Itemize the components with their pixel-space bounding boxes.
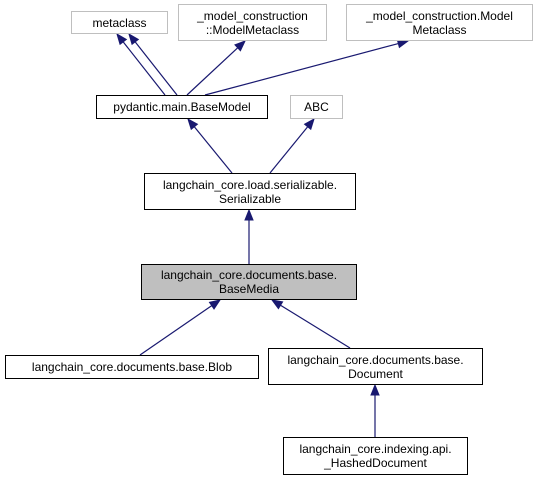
edge-basemedia-serializable-arrowhead (244, 208, 254, 221)
node-hashed-document-label-line2: _HashedDocument (324, 456, 427, 470)
node-model-metaclass-dotted[interactable]: _model_construction.Model Metaclass (346, 4, 533, 41)
node-serializable-label-line1: langchain_core.load.serializable. (162, 177, 338, 192)
edge-basemodel-model-metaclass-dotted (204, 42, 399, 96)
node-base-media-label-line2: BaseMedia (218, 282, 280, 296)
node-model-metaclass-dotted-label-line1: _model_construction.Model (366, 8, 513, 23)
edge-serializable-abc (269, 126, 309, 174)
node-document-label-line1: langchain_core.documents.base. (287, 352, 464, 367)
node-blob-label: langchain_core.documents.base.Blob (31, 360, 233, 374)
node-base-model[interactable]: pydantic.main.BaseModel (96, 95, 268, 119)
edge-hashed-document-arrowhead (370, 383, 380, 396)
node-hashed-document[interactable]: langchain_core.indexing.api. _HashedDocu… (283, 437, 468, 475)
node-document[interactable]: langchain_core.documents.base. Document (268, 348, 483, 385)
node-base-media-label-line1: langchain_core.documents.base. (160, 268, 338, 282)
node-blob[interactable]: langchain_core.documents.base.Blob (5, 355, 259, 379)
edge-document-basemedia-arrowhead (270, 299, 284, 310)
node-metaclass[interactable]: metaclass (71, 11, 168, 34)
node-hashed-document-label-line1: langchain_core.indexing.api. (299, 442, 452, 456)
node-model-metaclass-label-line2: ::ModelMetaclass (205, 22, 300, 37)
edge-basemodel-metaclass-a (122, 41, 166, 96)
node-serializable[interactable]: langchain_core.load.serializable. Serial… (144, 173, 356, 210)
node-base-media: langchain_core.documents.base. BaseMedia (141, 264, 357, 300)
edge-basemodel-metaclass-a-arrowhead (116, 32, 128, 46)
edge-basemodel-metaclass-b-arrowhead (128, 32, 140, 46)
node-serializable-label-line2: Serializable (218, 191, 282, 206)
node-model-metaclass[interactable]: _model_construction ::ModelMetaclass (178, 4, 327, 41)
edge-basemodel-model-metaclass (186, 47, 239, 96)
node-model-metaclass-label-line1: _model_construction (197, 8, 308, 23)
edge-serializable-basemodel-arrowhead (187, 117, 199, 131)
edge-serializable-basemodel (193, 126, 233, 174)
edge-basemodel-model-metaclass-arrowhead (234, 40, 246, 52)
edge-serializable-abc-arrowhead (303, 117, 315, 131)
node-metaclass-label: metaclass (92, 15, 147, 30)
node-base-model-label: pydantic.main.BaseModel (113, 100, 251, 114)
node-document-label-line2: Document (348, 366, 403, 381)
node-abc[interactable]: ABC (290, 95, 343, 119)
edge-blob-basemedia-arrowhead (208, 299, 222, 310)
edge-blob-basemedia (139, 305, 213, 356)
node-model-metaclass-dotted-label-line2: Metaclass (412, 22, 467, 37)
edge-document-basemedia (280, 304, 351, 349)
edge-basemodel-metaclass-b (134, 41, 178, 96)
node-abc-label: ABC (304, 100, 329, 114)
